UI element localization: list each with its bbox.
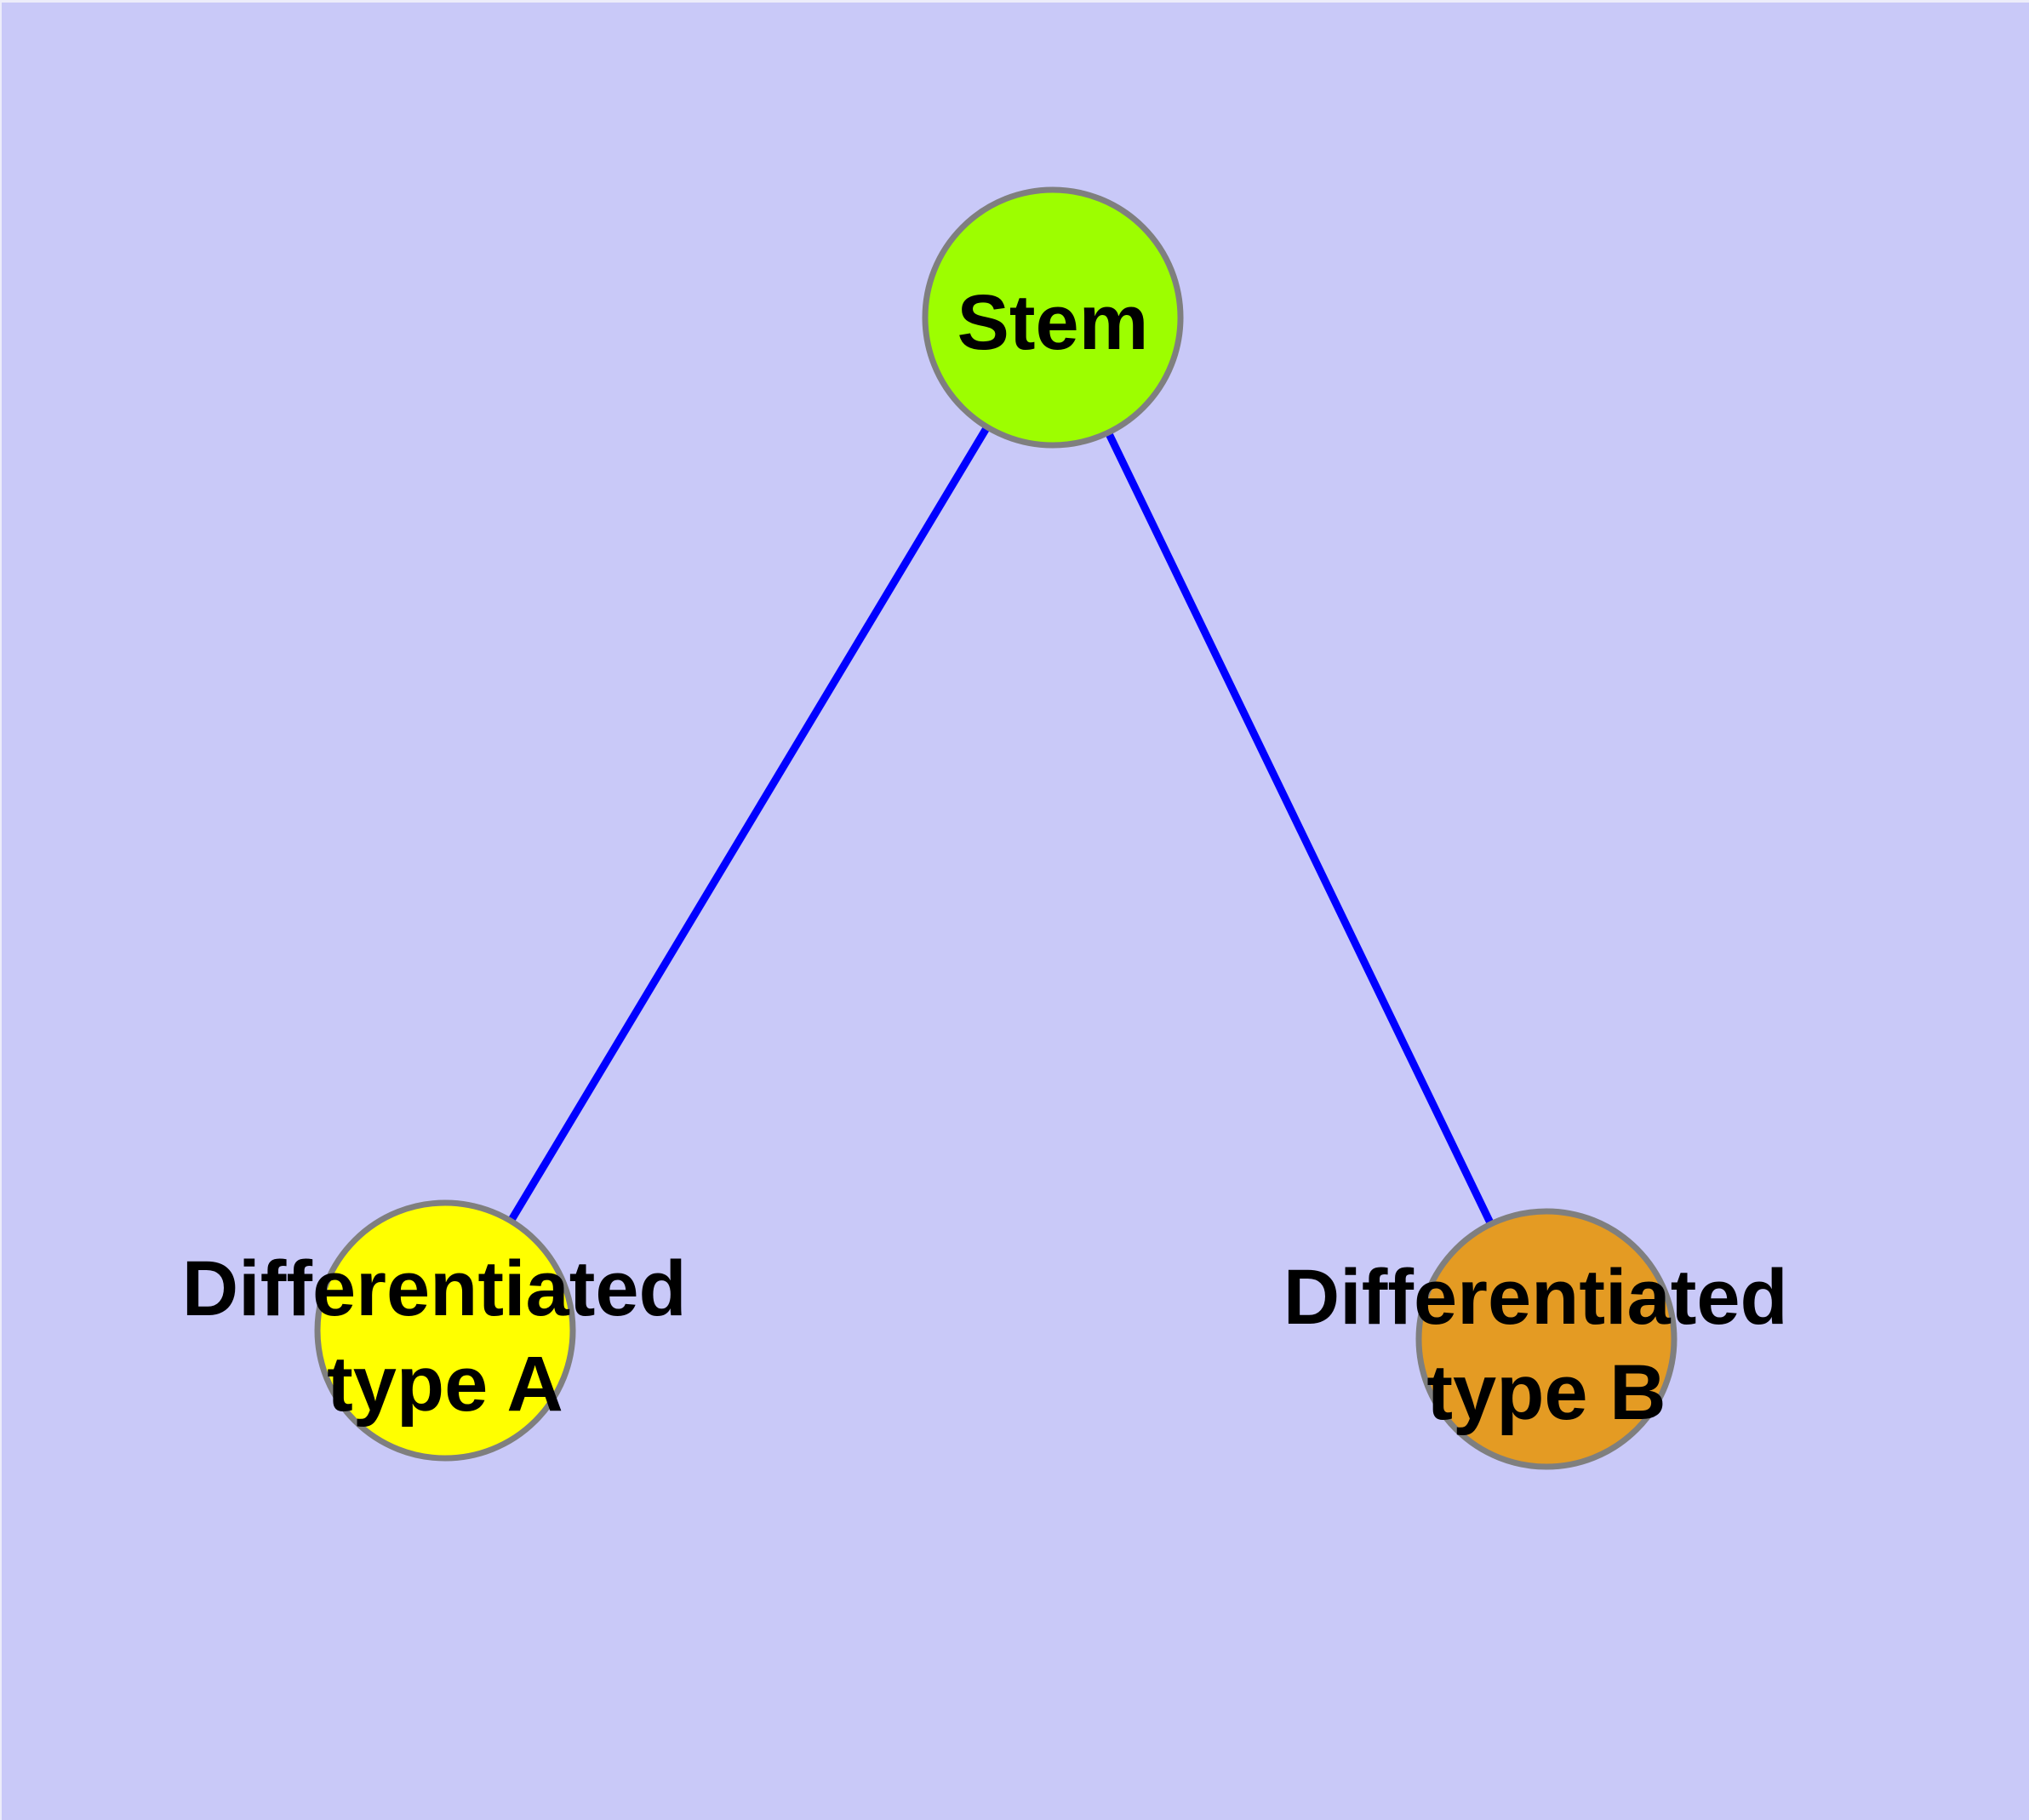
node-stem-label: Stem	[957, 279, 1149, 366]
node-type-b-label: Differentiated type B	[1283, 1254, 1810, 1436]
edge-stem-to-type-a	[442, 315, 1056, 1333]
node-differentiated-type-a	[314, 1199, 576, 1462]
node-type-a-label: Differentiated type A	[182, 1245, 709, 1428]
node-stem	[922, 186, 1184, 449]
node-differentiated-type-b	[1415, 1208, 1677, 1470]
node-type-b-label-line2: type B	[1426, 1349, 1666, 1436]
edge-stem-to-type-b	[1049, 316, 1551, 1341]
node-type-a-label-line1: Differentiated	[182, 1245, 687, 1332]
node-type-a-label-line2: type A	[327, 1341, 563, 1428]
node-type-b-label-line1: Differentiated	[1283, 1254, 1788, 1341]
